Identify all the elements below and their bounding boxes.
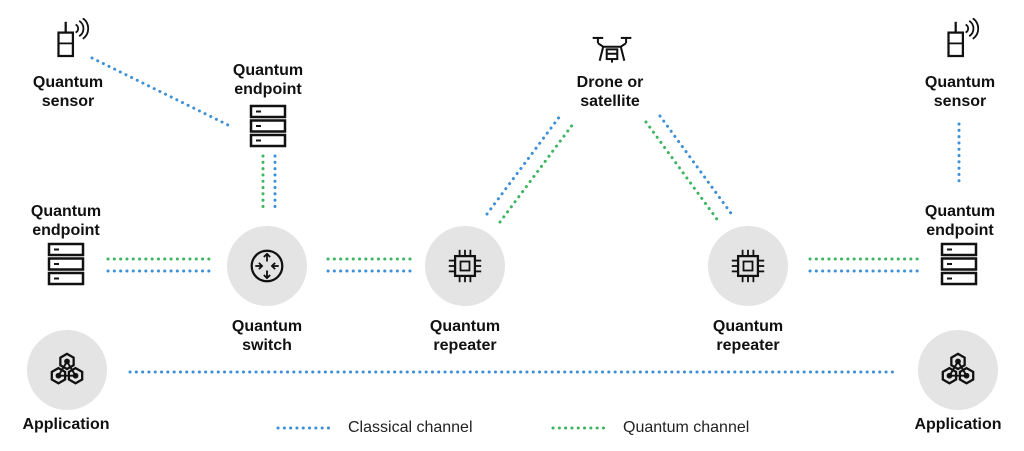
repeater-node-circle-2[interactable] <box>708 226 788 306</box>
sensor-icon <box>57 18 90 58</box>
application-label-right: Application <box>914 416 1002 433</box>
classical-line-repeater-to-drone <box>485 114 562 216</box>
legend-classical-label: Classical channel <box>348 419 473 436</box>
legend-quantum-label: Quantum channel <box>623 419 750 436</box>
server-icon <box>47 242 85 286</box>
repeater-node-circle-1[interactable] <box>425 226 505 306</box>
quantum-line-repeater-to-drone <box>498 122 575 224</box>
server-icon <box>249 104 287 148</box>
server-icon <box>940 242 978 286</box>
switch-node-circle[interactable] <box>227 226 307 306</box>
application-label-left: Application <box>22 416 110 433</box>
channel-lines <box>90 56 961 374</box>
classical-line-drone-to-repeater <box>658 114 735 218</box>
classical-line-sensor-to-endpoint <box>90 56 232 128</box>
network-nodes <box>27 18 998 410</box>
sensor-icon <box>947 18 980 58</box>
quantum-line-drone-to-repeater <box>644 120 721 224</box>
drone-icon <box>591 36 633 64</box>
